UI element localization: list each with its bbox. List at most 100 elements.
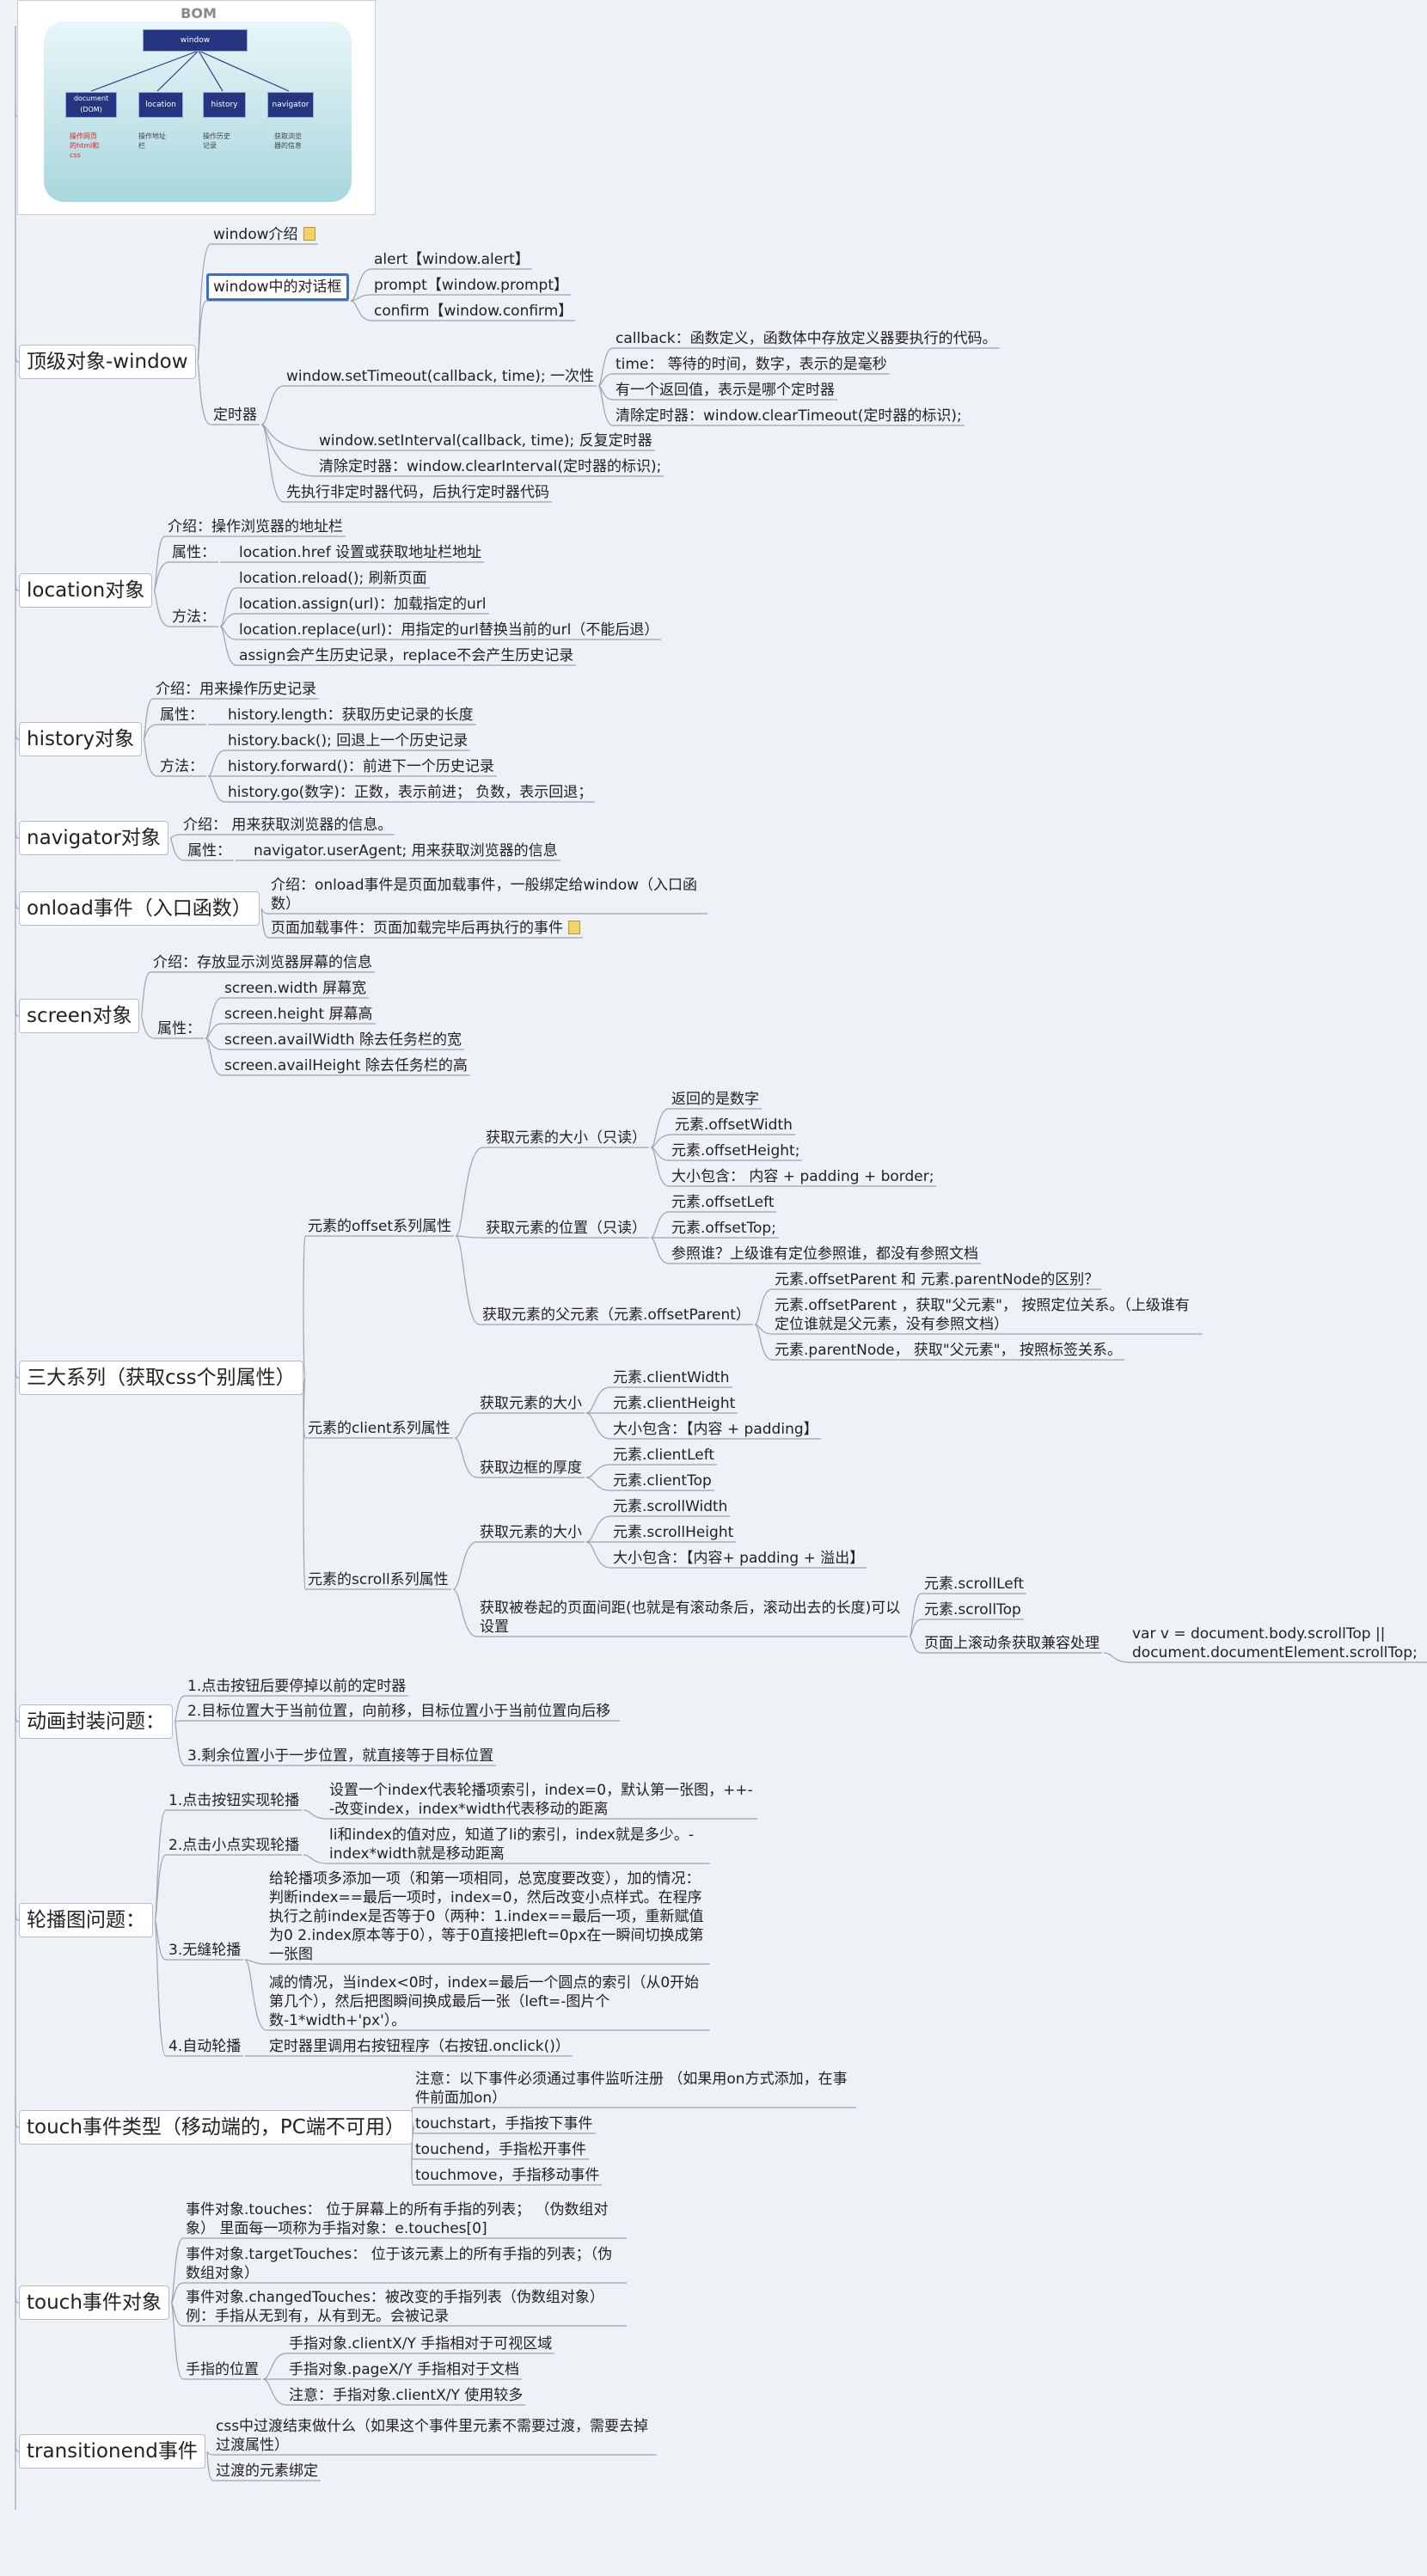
node-offset-reference[interactable]: 参照谁？上级谁有定位参照谁，都没有参照文档 bbox=[671, 1245, 978, 1263]
node-offset-size-includes[interactable]: 大小包含： 内容 + padding + border; bbox=[671, 1168, 934, 1185]
node-scroll-series[interactable]: 元素的scroll系列属性 bbox=[308, 1571, 449, 1588]
node-window-dialogs[interactable]: window中的对话框 bbox=[206, 273, 349, 301]
node-scroll-rolled[interactable]: 获取被卷起的页面间距(也就是有滚动条后，滚动出去的长度)可以设置 bbox=[480, 1600, 901, 1636]
node-location-attr[interactable]: 属性： bbox=[172, 544, 216, 561]
topic-screen[interactable]: screen对象 bbox=[19, 999, 140, 1033]
node-offsetheight[interactable]: 元素.offsetHeight; bbox=[671, 1142, 800, 1160]
node-finger-position[interactable]: 手指的位置 bbox=[186, 2361, 259, 2378]
node-transitionend-desc[interactable]: css中过渡结束做什么（如果这个事件里元素不需要过渡，需要去掉过渡属性） bbox=[216, 2418, 649, 2454]
node-screen-width[interactable]: screen.width 屏幕宽 bbox=[224, 980, 367, 997]
node-carousel-3[interactable]: 3.无缝轮播 bbox=[168, 1942, 242, 1959]
node-location-href[interactable]: location.href 设置或获取地址栏地址 bbox=[239, 544, 482, 561]
topic-touch-types[interactable]: touch事件类型（移动端的，PC端不可用） bbox=[19, 2110, 413, 2145]
node-offset-series[interactable]: 元素的offset系列属性 bbox=[308, 1218, 452, 1235]
topic-history[interactable]: history对象 bbox=[19, 722, 143, 756]
node-clientheight[interactable]: 元素.clientHeight bbox=[613, 1395, 736, 1412]
node-client-series[interactable]: 元素的client系列属性 bbox=[308, 1420, 450, 1437]
node-offset-size[interactable]: 获取元素的大小（只读） bbox=[486, 1129, 646, 1147]
node-offsetleft[interactable]: 元素.offsetLeft bbox=[671, 1194, 775, 1211]
node-carousel-1-desc[interactable]: 设置一个index代表轮播项索引，index=0，默认第一张图，++--改变in… bbox=[329, 1782, 753, 1818]
node-clearinterval[interactable]: 清除定时器：window.clearInterval(定时器的标识); bbox=[319, 458, 662, 475]
node-client-size-includes[interactable]: 大小包含：【内容 + padding】 bbox=[613, 1421, 818, 1438]
node-parentnode-desc[interactable]: 元素.parentNode， 获取"父元素"， 按照标签关系。 bbox=[775, 1342, 1122, 1359]
node-transitionend-bind[interactable]: 过渡的元素绑定 bbox=[216, 2463, 318, 2480]
node-location-reload[interactable]: location.reload(); 刷新页面 bbox=[239, 570, 427, 587]
node-location-assign[interactable]: location.assign(url)：加载指定的url bbox=[239, 596, 487, 613]
node-offsetwidth[interactable]: 元素.offsetWidth bbox=[675, 1117, 793, 1134]
topic-three-series[interactable]: 三大系列（获取css个别属性） bbox=[19, 1361, 303, 1395]
node-clientleft[interactable]: 元素.clientLeft bbox=[613, 1447, 715, 1464]
node-touchend[interactable]: touchend，手指松开事件 bbox=[415, 2141, 586, 2158]
node-clienttop[interactable]: 元素.clientTop bbox=[613, 1472, 712, 1490]
node-location-methods[interactable]: 方法： bbox=[172, 609, 216, 626]
node-alert[interactable]: alert【window.alert】 bbox=[374, 251, 530, 268]
node-screen-availwidth[interactable]: screen.availWidth 除去任务栏的宽 bbox=[224, 1031, 462, 1049]
node-anim-2[interactable]: 2.目标位置大于当前位置，向前移，目标位置小于当前位置向后移 bbox=[187, 1703, 611, 1720]
node-setinterval[interactable]: window.setInterval(callback, time); 反复定时… bbox=[319, 432, 652, 450]
topic-carousel[interactable]: 轮播图问题： bbox=[19, 1903, 153, 1937]
node-window-intro[interactable]: window介绍 bbox=[211, 225, 318, 244]
topic-animation[interactable]: 动画封装问题： bbox=[19, 1704, 173, 1739]
note-icon[interactable] bbox=[303, 227, 315, 241]
node-clientwidth[interactable]: 元素.clientWidth bbox=[613, 1369, 730, 1386]
node-offset-position[interactable]: 获取元素的位置（只读） bbox=[486, 1220, 646, 1237]
node-screen-attr[interactable]: 属性： bbox=[157, 1020, 201, 1037]
node-history-back[interactable]: history.back(); 回退上一个历史记录 bbox=[228, 732, 469, 750]
node-prompt[interactable]: prompt【window.prompt】 bbox=[374, 277, 568, 294]
node-target-touches[interactable]: 事件对象.targetTouches： 位于该元素上的所有手指的列表；（伪数组对… bbox=[186, 2246, 613, 2282]
node-client-border[interactable]: 获取边框的厚度 bbox=[480, 1459, 582, 1477]
node-client-size[interactable]: 获取元素的大小 bbox=[480, 1395, 582, 1412]
node-location-replace[interactable]: location.replace(url)：用指定的url替换当前的url（不能… bbox=[239, 621, 659, 639]
node-return-value[interactable]: 有一个返回值，表示是哪个定时器 bbox=[616, 382, 835, 399]
node-location-intro[interactable]: 介绍：操作浏览器的地址栏 bbox=[168, 518, 343, 535]
node-scroll-size[interactable]: 获取元素的大小 bbox=[480, 1524, 582, 1541]
node-carousel-1[interactable]: 1.点击按钮实现轮播 bbox=[168, 1792, 300, 1809]
node-screen-intro[interactable]: 介绍：存放显示浏览器屏幕的信息 bbox=[153, 954, 372, 971]
node-screen-height[interactable]: screen.height 屏幕高 bbox=[224, 1006, 373, 1023]
node-changed-touches[interactable]: 事件对象.changedTouches：被改变的手指列表（伪数组对象）例：手指从… bbox=[186, 2289, 604, 2325]
node-offset-parent[interactable]: 获取元素的父元素（元素.offsetParent） bbox=[482, 1306, 750, 1324]
node-carousel-4[interactable]: 4.自动轮播 bbox=[168, 2038, 242, 2055]
node-anim-3[interactable]: 3.剩余位置小于一步位置，就直接等于目标位置 bbox=[187, 1747, 494, 1765]
topic-touch-object[interactable]: touch事件对象 bbox=[19, 2285, 169, 2320]
topic-location[interactable]: location对象 bbox=[19, 573, 153, 608]
node-scrollleft[interactable]: 元素.scrollLeft bbox=[924, 1576, 1025, 1593]
node-history-methods[interactable]: 方法： bbox=[160, 758, 204, 775]
node-touchmove[interactable]: touchmove，手指移动事件 bbox=[415, 2167, 600, 2184]
node-clientxy[interactable]: 手指对象.clientX/Y 手指相对于可视区域 bbox=[289, 2335, 553, 2353]
node-navigator-attr[interactable]: 属性： bbox=[187, 842, 231, 860]
node-touchstart[interactable]: touchstart，手指按下事件 bbox=[415, 2115, 593, 2132]
node-carousel-2-desc[interactable]: li和index的值对应，知道了li的索引，index就是多少。-index*w… bbox=[329, 1826, 695, 1863]
node-history-intro[interactable]: 介绍：用来操作历史记录 bbox=[156, 681, 316, 698]
node-carousel-4-desc[interactable]: 定时器里调用右按钮程序（右按钮.onclick()） bbox=[269, 2038, 570, 2055]
node-offsetparent-vs-parentnode[interactable]: 元素.offsetParent 和 元素.parentNode的区别？ bbox=[775, 1271, 1099, 1288]
node-history-go[interactable]: history.go(数字)：正数，表示前进； 负数，表示回退； bbox=[228, 784, 593, 801]
node-timer[interactable]: 定时器 bbox=[213, 407, 257, 424]
topic-transitionend[interactable]: transitionend事件 bbox=[19, 2434, 205, 2469]
topic-window[interactable]: 顶级对象-window bbox=[19, 345, 196, 379]
node-history-attr[interactable]: 属性： bbox=[160, 707, 204, 724]
node-navigator-intro[interactable]: 介绍： 用来获取浏览器的信息。 bbox=[183, 817, 393, 834]
node-time[interactable]: time： 等待的时间，数字，表示的是毫秒 bbox=[616, 356, 887, 373]
node-scroll-compat[interactable]: 页面上滚动条获取兼容处理 bbox=[924, 1635, 1099, 1652]
node-callback[interactable]: callback：函数定义，函数体中存放定义器要执行的代码。 bbox=[616, 330, 997, 347]
node-carousel-2[interactable]: 2.点击小点实现轮播 bbox=[168, 1837, 300, 1854]
node-carousel-3-sub[interactable]: 减的情况，当index<0时，index=最后一个圆点的索引（从0开始第几个），… bbox=[269, 1974, 700, 2029]
node-scroll-compat-code[interactable]: var v = document.body.scrollTop || docum… bbox=[1132, 1625, 1418, 1661]
node-screen-availheight[interactable]: screen.availHeight 除去任务栏的高 bbox=[224, 1057, 468, 1074]
node-settimeout[interactable]: window.setTimeout(callback, time); 一次性 bbox=[286, 368, 594, 385]
node-offsettop[interactable]: 元素.offsetTop; bbox=[671, 1220, 776, 1237]
node-scrollwidth[interactable]: 元素.scrollWidth bbox=[613, 1498, 728, 1515]
node-scrollheight[interactable]: 元素.scrollHeight bbox=[613, 1524, 734, 1541]
node-carousel-3-add[interactable]: 给轮播项多添加一项（和第一项相同，总宽度要改变），加的情况：判断index==最… bbox=[269, 1870, 704, 1963]
node-onload-event[interactable]: 页面加载事件：页面加载完毕后再执行的事件 bbox=[268, 919, 583, 938]
node-cleartimeout[interactable]: 清除定时器：window.clearTimeout(定时器的标识); bbox=[616, 407, 962, 425]
node-anim-1[interactable]: 1.点击按钮后要停掉以前的定时器 bbox=[187, 1678, 407, 1695]
node-history-length[interactable]: history.length：获取历史记录的长度 bbox=[228, 707, 474, 724]
node-scrolltop[interactable]: 元素.scrollTop bbox=[924, 1601, 1021, 1618]
node-confirm[interactable]: confirm【window.confirm】 bbox=[374, 303, 573, 320]
node-onload-intro[interactable]: 介绍：onload事件是页面加载事件，一般绑定给window（入口函数） bbox=[271, 877, 698, 913]
node-location-history-note[interactable]: assign会产生历史记录，replace不会产生历史记录 bbox=[239, 647, 574, 664]
node-scroll-size-includes[interactable]: 大小包含：【内容+ padding + 溢出】 bbox=[613, 1550, 865, 1567]
node-timer-order[interactable]: 先执行非定时器代码，后执行定时器代码 bbox=[286, 484, 549, 501]
